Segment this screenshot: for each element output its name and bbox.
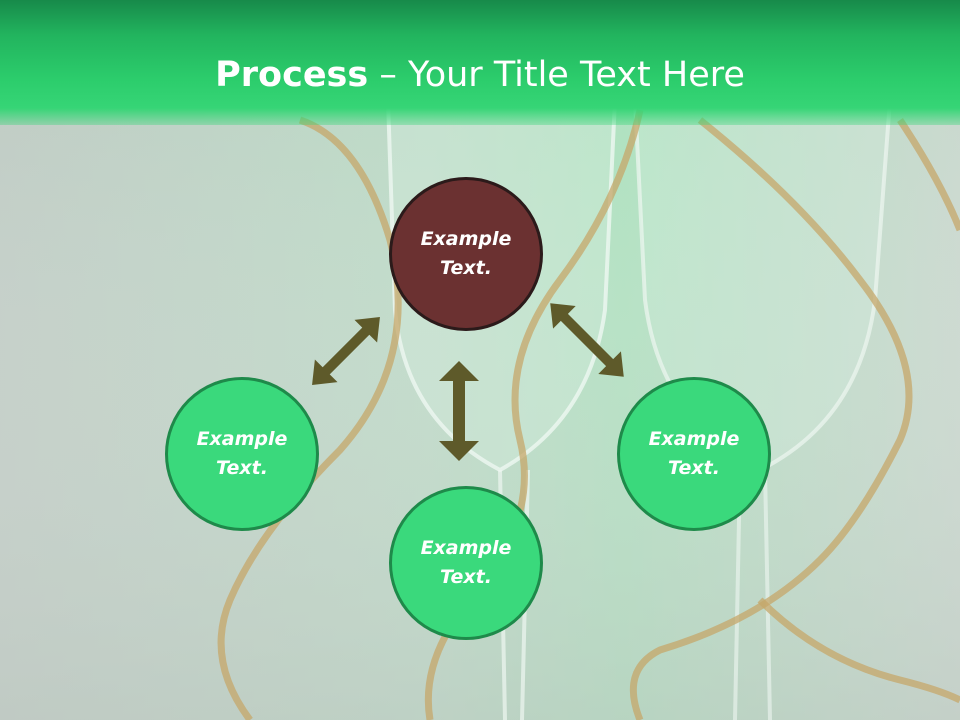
title-bold: Process	[215, 55, 369, 95]
process-node-right-label: Example Text.	[648, 428, 740, 479]
title-rest: Your Title Text Here	[407, 55, 745, 95]
title-dash: –	[368, 55, 408, 95]
process-node-left-label: Example Text.	[196, 428, 288, 479]
slide-title: Process – Your Title Text Here	[0, 52, 960, 98]
title-bar	[0, 0, 960, 125]
process-node-bottom[interactable]: Example Text.	[389, 486, 543, 640]
process-node-right[interactable]: Example Text.	[617, 377, 771, 531]
process-node-top[interactable]: Example Text.	[389, 177, 543, 331]
process-node-left[interactable]: Example Text.	[165, 377, 319, 531]
process-node-bottom-label: Example Text.	[420, 537, 512, 588]
process-node-top-label: Example Text.	[420, 228, 512, 279]
